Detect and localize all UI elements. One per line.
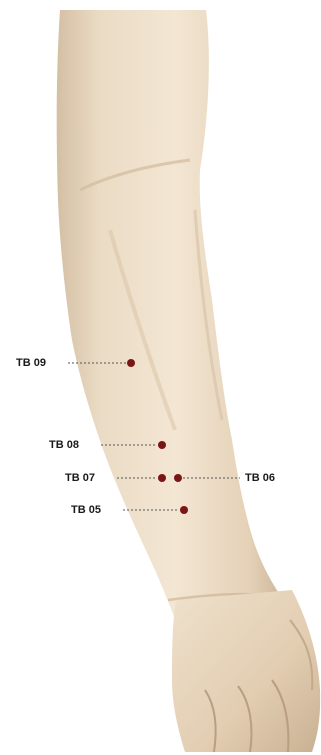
acupoint-tb07 (158, 474, 166, 482)
forearm-shape (57, 10, 292, 632)
acupoint-tb05 (180, 506, 188, 514)
label-tb05: TB 05 (71, 504, 101, 516)
label-tb06: TB 06 (245, 472, 275, 484)
acupoint-tb06 (174, 474, 182, 482)
acupoint-tb08 (158, 441, 166, 449)
label-tb09: TB 09 (16, 357, 46, 369)
label-tb07: TB 07 (65, 472, 95, 484)
label-tb08: TB 08 (49, 439, 79, 451)
hand-shape (172, 590, 320, 752)
acupoint-tb09 (127, 359, 135, 367)
